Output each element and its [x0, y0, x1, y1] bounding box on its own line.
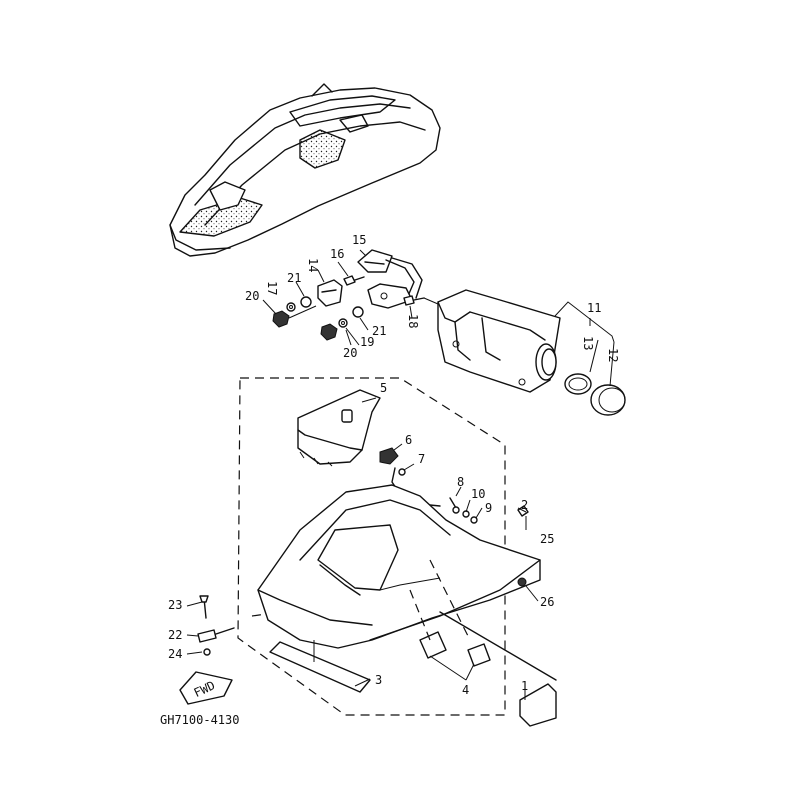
callout-17: 17 — [265, 281, 279, 295]
callout-4: 4 — [462, 683, 469, 697]
callout-11: 11 — [587, 301, 601, 315]
hook-bracket-assembly — [272, 249, 425, 341]
callout-25: 25 — [540, 532, 554, 546]
callout-12: 12 — [606, 348, 620, 362]
hood-assembly — [197, 389, 557, 727]
callout-9: 9 — [485, 501, 492, 515]
diagram-code: GH7100-4130 — [160, 713, 239, 727]
callout-8: 8 — [457, 475, 464, 489]
callout-13: 13 — [581, 336, 595, 350]
callout-14: 14 — [306, 258, 320, 272]
callout-26: 26 — [540, 595, 554, 609]
callout-7: 7 — [418, 452, 425, 466]
storage-tank — [423, 289, 626, 416]
callout-21b: 21 — [372, 324, 386, 338]
callout-leaders — [186, 249, 615, 700]
callout-3: 3 — [375, 673, 382, 687]
callout-20a: 20 — [245, 289, 259, 303]
callout-6: 6 — [405, 433, 412, 447]
callout-5: 5 — [380, 381, 387, 395]
callout-numbers: 1 2 3 4 5 6 7 8 9 10 11 12 13 14 15 16 1… — [168, 233, 620, 697]
callout-22: 22 — [168, 628, 182, 642]
callout-18: 18 — [406, 314, 420, 328]
callout-16: 16 — [330, 247, 344, 261]
callout-2: 2 — [521, 498, 528, 512]
assembly-boundary — [237, 377, 506, 716]
callout-24: 24 — [168, 647, 182, 661]
fwd-arrow: FWD — [179, 671, 233, 705]
callout-20b: 20 — [343, 346, 357, 360]
callout-10: 10 — [471, 487, 485, 501]
callout-19: 19 — [360, 335, 374, 349]
callout-21a: 21 — [287, 271, 301, 285]
callout-23: 23 — [168, 598, 182, 612]
callout-1: 1 — [521, 679, 528, 693]
callout-15: 15 — [352, 233, 366, 247]
watercraft-overview — [169, 83, 441, 257]
